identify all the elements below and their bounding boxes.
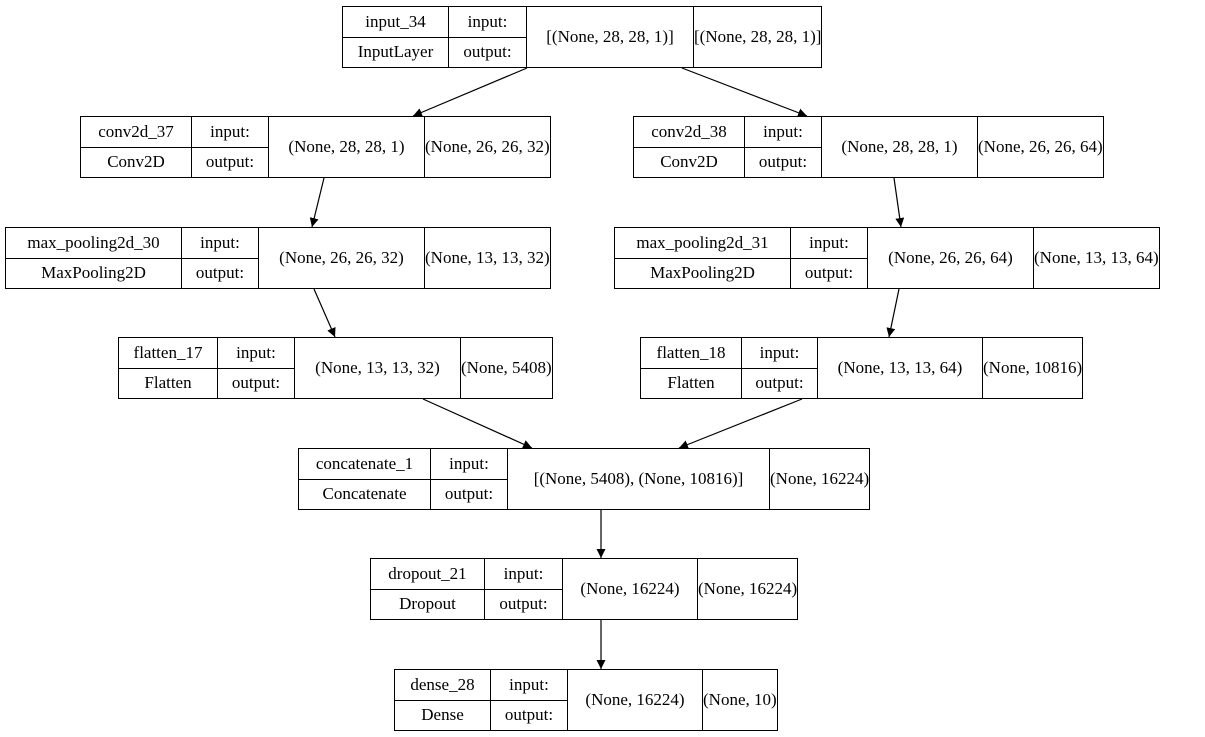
layer-type: InputLayer <box>357 42 434 62</box>
layer-name: dropout_21 <box>371 559 484 590</box>
layer-name: max_pooling2d_31 <box>615 228 790 259</box>
layer-name: input_34 <box>343 7 448 38</box>
input-shape: (None, 13, 13, 64) <box>818 338 983 398</box>
output-shape: (None, 26, 26, 32) <box>425 137 550 156</box>
edge-flatten-17-to-concatenate-1 <box>422 398 533 449</box>
output-label: output: <box>444 484 494 504</box>
edge-input-34-to-conv2d-37 <box>412 67 528 117</box>
output-label: output: <box>205 152 255 172</box>
output-shape: (None, 5408) <box>461 358 552 377</box>
layer-type: Flatten <box>144 373 192 393</box>
output-label: output: <box>195 263 245 283</box>
input-shape: (None, 26, 26, 32) <box>259 228 425 288</box>
layer-type: Flatten <box>667 373 715 393</box>
output-label: output: <box>755 373 804 393</box>
input-shape: (None, 28, 28, 1) <box>269 117 425 177</box>
input-label: input: <box>745 117 821 148</box>
input-shape: (None, 26, 26, 64) <box>868 228 1034 288</box>
output-label: output: <box>231 373 281 393</box>
layer-name: flatten_17 <box>119 338 217 369</box>
layer-name: conv2d_38 <box>634 117 744 148</box>
layer-type: MaxPooling2D <box>650 263 755 283</box>
layer-name: flatten_18 <box>641 338 741 369</box>
input-shape: (None, 16224) <box>563 559 698 619</box>
edge-max-pooling2d-30-to-flatten-17 <box>313 288 336 338</box>
edge-flatten-18-to-concatenate-1 <box>678 398 803 449</box>
layer-name: concatenate_1 <box>299 449 430 480</box>
input-shape: (None, 13, 13, 32) <box>295 338 461 398</box>
edge-conv2d-37-to-max-pooling2d-30 <box>309 177 325 228</box>
output-label: output: <box>758 152 808 172</box>
input-label: input: <box>742 338 817 369</box>
edge-max-pooling2d-31-to-flatten-18 <box>886 288 900 338</box>
input-label: input: <box>218 338 294 369</box>
output-shape: (None, 10816) <box>983 358 1083 377</box>
layer-type: Conv2D <box>660 152 718 172</box>
output-shape: [(None, 28, 28, 1)] <box>694 27 822 46</box>
input-label: input: <box>491 670 567 701</box>
input-label: input: <box>791 228 867 259</box>
output-shape: (None, 16224) <box>698 579 798 598</box>
output-label: output: <box>804 263 854 283</box>
input-label: input: <box>192 117 268 148</box>
output-shape: (None, 16224) <box>770 469 870 488</box>
input-label: input: <box>485 559 562 590</box>
layer-type: Conv2D <box>107 152 165 172</box>
layer-type: MaxPooling2D <box>41 263 146 283</box>
output-label: output: <box>504 705 554 725</box>
layer-name: conv2d_37 <box>81 117 191 148</box>
output-shape: (None, 10) <box>703 690 777 709</box>
layer-type: Dense <box>421 705 464 725</box>
output-label: output: <box>463 42 512 62</box>
input-shape: (None, 16224) <box>568 670 703 730</box>
edge-input-34-to-conv2d-38 <box>681 67 808 117</box>
output-shape: (None, 13, 13, 64) <box>1034 248 1159 267</box>
layer-type: Concatenate <box>322 484 407 504</box>
layer-type: Dropout <box>399 594 456 614</box>
output-shape: (None, 13, 13, 32) <box>425 248 550 267</box>
input-shape: (None, 28, 28, 1) <box>822 117 978 177</box>
input-shape: [(None, 5408), (None, 10816)] <box>508 449 770 509</box>
input-label: input: <box>182 228 258 259</box>
input-label: input: <box>431 449 507 480</box>
layer-name: max_pooling2d_30 <box>6 228 181 259</box>
layer-name: dense_28 <box>395 670 490 701</box>
edge-conv2d-38-to-max-pooling2d-31 <box>893 177 905 228</box>
input-label: input: <box>449 7 526 38</box>
output-shape: (None, 26, 26, 64) <box>978 137 1103 156</box>
output-label: output: <box>499 594 548 614</box>
input-shape: [(None, 28, 28, 1)] <box>527 7 694 67</box>
